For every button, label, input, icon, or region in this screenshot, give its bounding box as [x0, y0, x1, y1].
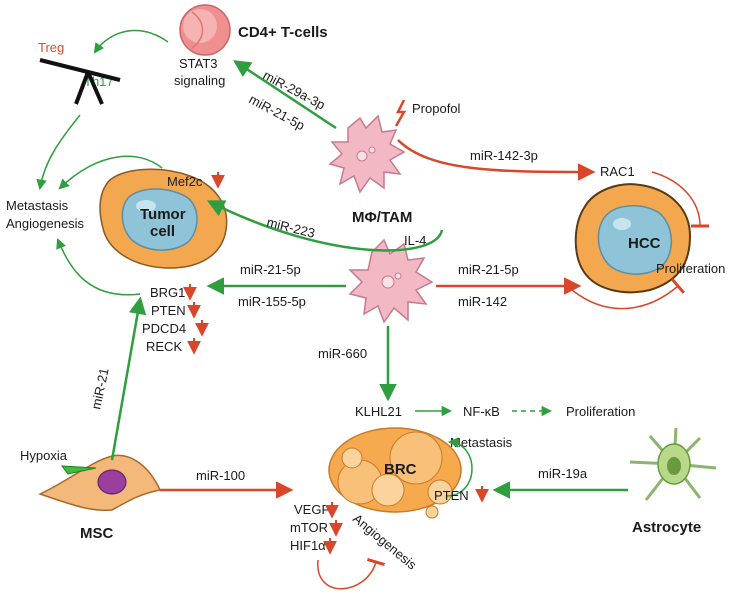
- rac1-to-proliferation-inhibit: [651, 171, 710, 228]
- macrophage-label: MΦ/TAM: [352, 209, 412, 226]
- stat3-label-line2: signaling: [174, 73, 225, 88]
- pten-to-metastasis-arrow: [445, 437, 473, 497]
- mir100-label: miR-100: [196, 468, 245, 483]
- angiogenesis-label: Angiogenesis: [350, 511, 420, 573]
- mef2c-label: Mef2c: [167, 174, 203, 189]
- msc-to-brg1-arrow: [110, 296, 147, 461]
- mir142-3p-label: miR-142-3p: [470, 148, 538, 163]
- macrophage-icon: [328, 114, 406, 194]
- tumor-cell-label-line2: cell: [150, 223, 175, 240]
- propofol-label: Propofol: [412, 101, 461, 116]
- tcell-icon: [179, 4, 231, 56]
- pdcd4-label: PDCD4: [142, 321, 186, 336]
- astrocyte-icon: [629, 427, 717, 501]
- mir223-label: miR-223: [265, 214, 316, 240]
- metastasis-label-line2: Angiogenesis: [6, 216, 85, 231]
- treg-label: Treg: [38, 40, 64, 55]
- tcell-label: CD4+ T-cells: [238, 24, 328, 41]
- rac1-label: RAC1: [600, 164, 635, 179]
- mir21-msc-label: miR-21: [88, 367, 111, 411]
- hcc-label: HCC: [628, 235, 661, 252]
- brc-cell-icon: [328, 427, 462, 519]
- proliferation-hcc-label: Proliferation: [656, 261, 725, 276]
- vegf-label: VEGF: [294, 502, 329, 517]
- macrophage-to-stat3-arrow: [233, 60, 337, 130]
- stat3-to-balance-arrow: [93, 29, 169, 54]
- brg1-to-metastasis-arrow: [56, 238, 141, 296]
- hypoxia-label: Hypoxia: [20, 448, 68, 463]
- propofol-bolt-icon: [394, 99, 407, 127]
- proliferation-brc-label: Proliferation: [566, 404, 635, 419]
- msc-cell-icon: [37, 454, 162, 512]
- pten-brc-label: PTEN: [434, 488, 469, 503]
- msc-label: MSC: [80, 525, 114, 542]
- balance-scale-icon: [39, 58, 121, 105]
- astrocyte-label: Astrocyte: [632, 519, 701, 536]
- mir660-label: miR-660: [318, 346, 367, 361]
- mir142-label: miR-142: [458, 294, 507, 309]
- tumor-cell-label-line1: Tumor: [140, 206, 186, 223]
- stat3-label-line1: STAT3: [179, 56, 218, 71]
- hcc-proliferation-inhibit: [571, 278, 685, 310]
- metastasis-label-line1: Metastasis: [6, 198, 69, 213]
- nfkb-label: NF-κB: [463, 404, 500, 419]
- mef2c-to-metastasis-arrow: [58, 155, 163, 190]
- macrophage-to-rac1-arrow: [397, 139, 596, 181]
- mtor-label: mTOR: [290, 520, 328, 535]
- mir155-label: miR-155-5p: [238, 294, 306, 309]
- macrophage-il4-icon: [348, 238, 434, 324]
- balance-to-metastasis-arrow: [36, 114, 81, 191]
- mir21-right-label: miR-21-5p: [458, 262, 519, 277]
- hif1a-angiogenesis-inhibit: [317, 558, 386, 590]
- reck-label: RECK: [146, 339, 182, 354]
- brc-label: BRC: [384, 461, 417, 478]
- brg1-label: BRG1: [150, 285, 185, 300]
- hypoxia-arrow-icon: [60, 465, 97, 475]
- pten-label: PTEN: [151, 303, 186, 318]
- metastasis-brc-label: Metastasis: [450, 435, 513, 450]
- mir19a-label: miR-19a: [538, 466, 588, 481]
- hcc-cell-icon: [574, 183, 692, 294]
- klhl21-label: KLHL21: [355, 404, 402, 419]
- hif1a-label: HIF1α: [290, 538, 326, 553]
- il4-label: IL-4: [404, 233, 426, 248]
- il4-to-tumor-arrow: [206, 200, 444, 252]
- mir21-left-label: miR-21-5p: [240, 262, 301, 277]
- tumor-cell-icon: [99, 168, 228, 269]
